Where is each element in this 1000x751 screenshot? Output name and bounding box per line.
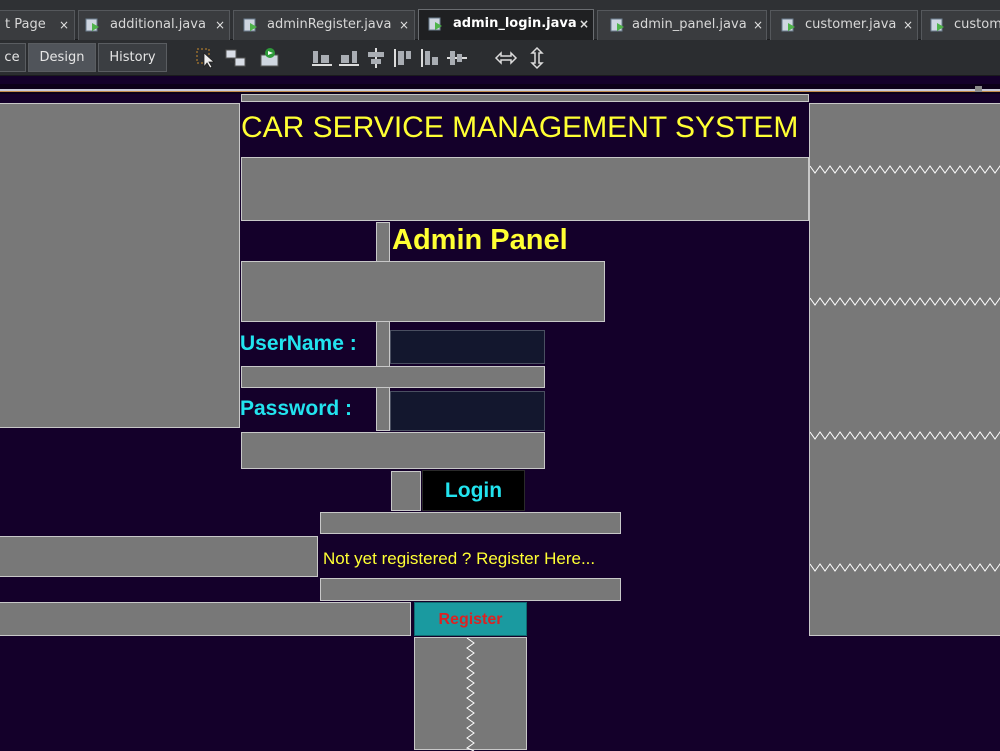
tab-label: admin_login.java [453,16,577,31]
tab-label: admin_panel.java [632,17,747,32]
filler-panel[interactable] [241,157,809,221]
tab-customer-java[interactable]: customer.java × [770,10,918,40]
tab-adminregister-java[interactable]: adminRegister.java × [233,10,415,40]
filler-strip[interactable] [320,578,621,601]
align-left-icon[interactable] [310,46,334,70]
filler-strip[interactable] [391,471,421,511]
tab-label: customer.java [805,17,897,32]
java-file-icon [781,18,795,32]
center-vertically-icon[interactable] [445,46,469,70]
filler-panel[interactable] [241,432,545,469]
close-icon[interactable]: × [215,18,226,32]
tab-admin-login-java[interactable]: admin_login.java × [418,9,594,40]
java-file-icon [428,17,442,31]
close-icon[interactable]: × [903,18,914,32]
java-file-icon [610,18,624,32]
filler-strip[interactable] [241,94,809,102]
left-filler-panel[interactable] [0,103,240,428]
register-prompt-link[interactable]: Not yet registered ? Register Here... [323,549,596,568]
tab-label: t Page [5,17,46,32]
panel-heading: Admin Panel [392,224,568,256]
tab-label: additional.java [110,17,206,32]
design-button[interactable]: Design [28,43,96,72]
username-field[interactable] [390,330,545,364]
resize-vertical-icon[interactable] [525,46,549,70]
right-filler-panel[interactable] [809,103,1000,636]
resize-horizontal-icon[interactable] [494,46,518,70]
filler-panel[interactable] [241,261,605,322]
password-field[interactable] [390,391,545,431]
filler-strip[interactable] [241,366,545,388]
java-file-icon [930,18,944,32]
align-right-icon[interactable] [337,46,361,70]
username-label: UserName : [240,332,357,355]
vertical-filler[interactable] [376,222,390,431]
filler-panel[interactable] [0,602,411,636]
page-title: CAR SERVICE MANAGEMENT SYSTEM [241,111,799,144]
tab-customer-2[interactable]: custom [921,10,1000,40]
password-label: Password : [240,397,353,420]
login-button[interactable]: Login [422,470,525,511]
tab-admin-panel-java[interactable]: admin_panel.java × [597,10,767,40]
tab-label: adminRegister.java [267,17,392,32]
java-file-icon [243,18,257,32]
align-top-icon[interactable] [391,46,415,70]
register-button[interactable]: Register [414,602,527,636]
align-bottom-icon[interactable] [418,46,442,70]
close-icon[interactable]: × [399,18,410,32]
history-button[interactable]: History [98,43,167,72]
selection-mode-icon[interactable] [195,46,219,70]
zigzag-separator-graphic [810,165,1000,572]
filler-panel[interactable] [0,536,318,577]
connection-mode-icon[interactable] [224,46,248,70]
close-icon[interactable]: × [579,17,590,31]
java-file-icon [85,18,99,32]
source-button[interactable]: ce [0,43,26,72]
center-horizontally-icon[interactable] [364,46,388,70]
tab-label: custom [954,17,1000,32]
close-icon[interactable]: × [59,18,70,32]
editor-tab-bar: t Page × additional.java × adminRegister… [0,0,1000,40]
design-ruler [0,84,1000,94]
bottom-filler-panel[interactable] [414,637,527,751]
resize-handle[interactable] [975,86,982,92]
close-icon[interactable]: × [753,18,764,32]
tab-start-page[interactable]: t Page × [0,10,75,40]
tab-additional-java[interactable]: additional.java × [78,10,230,40]
filler-strip[interactable] [320,512,621,534]
preview-design-icon[interactable] [258,46,282,70]
zigzag-separator-graphic [465,638,475,751]
